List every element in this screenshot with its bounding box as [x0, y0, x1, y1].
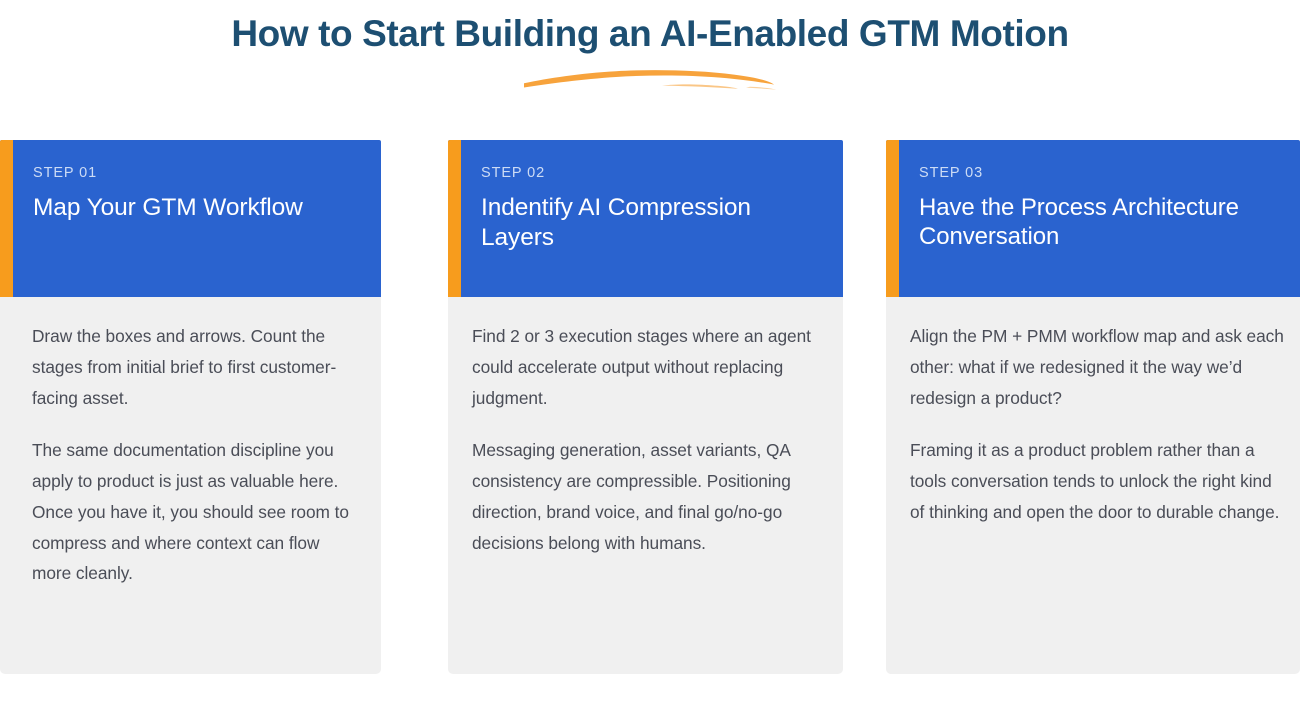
page-title: How to Start Building an AI-Enabled GTM …	[231, 13, 1069, 54]
step-card-3-header-text: STEP 03 Have the Process Architecture Co…	[899, 140, 1300, 297]
steps-card-row: STEP 01 Map Your GTM Workflow Draw the b…	[0, 140, 1300, 674]
page-header: How to Start Building an AI-Enabled GTM …	[0, 0, 1300, 97]
step-card-paragraph: Framing it as a product problem rather t…	[910, 440, 1280, 522]
title-underline	[0, 63, 1300, 97]
accent-bar-icon	[0, 140, 13, 297]
step-card-title: Map Your GTM Workflow	[33, 193, 303, 221]
step-card-title: Indentify AI Compression Layers	[481, 193, 751, 251]
step-card-1-body: Draw the boxes and arrows. Count the sta…	[0, 297, 381, 674]
step-card-paragraph: Find 2 or 3 execution stages where an ag…	[472, 326, 811, 408]
step-label: STEP 03	[919, 165, 984, 181]
step-card-2-header: STEP 02 Indentify AI Compression Layers	[448, 140, 843, 297]
step-card-1-header: STEP 01 Map Your GTM Workflow	[0, 140, 381, 297]
orange-brush-swash-icon	[524, 69, 776, 90]
step-card-3-header: STEP 03 Have the Process Architecture Co…	[886, 140, 1300, 297]
step-label: STEP 02	[481, 165, 546, 181]
step-card-2-header-text: STEP 02 Indentify AI Compression Layers	[461, 140, 843, 297]
step-card-title: Have the Process Architecture Conversati…	[919, 193, 1239, 251]
step-card-1: STEP 01 Map Your GTM Workflow Draw the b…	[0, 140, 381, 674]
step-card-paragraph: Draw the boxes and arrows. Count the sta…	[32, 326, 337, 408]
step-label: STEP 01	[33, 165, 98, 181]
accent-bar-icon	[886, 140, 899, 297]
step-card-paragraph: Messaging generation, asset variants, QA…	[472, 440, 791, 553]
step-card-1-header-text: STEP 01 Map Your GTM Workflow	[13, 140, 381, 297]
step-card-2-body: Find 2 or 3 execution stages where an ag…	[448, 297, 843, 674]
step-card-3: STEP 03 Have the Process Architecture Co…	[886, 140, 1300, 674]
step-card-paragraph: Align the PM + PMM workflow map and ask …	[910, 326, 1284, 408]
step-card-2: STEP 02 Indentify AI Compression Layers …	[448, 140, 843, 674]
step-card-3-body: Align the PM + PMM workflow map and ask …	[886, 297, 1300, 674]
accent-bar-icon	[448, 140, 461, 297]
step-card-paragraph: The same documentation discipline you ap…	[32, 440, 349, 584]
